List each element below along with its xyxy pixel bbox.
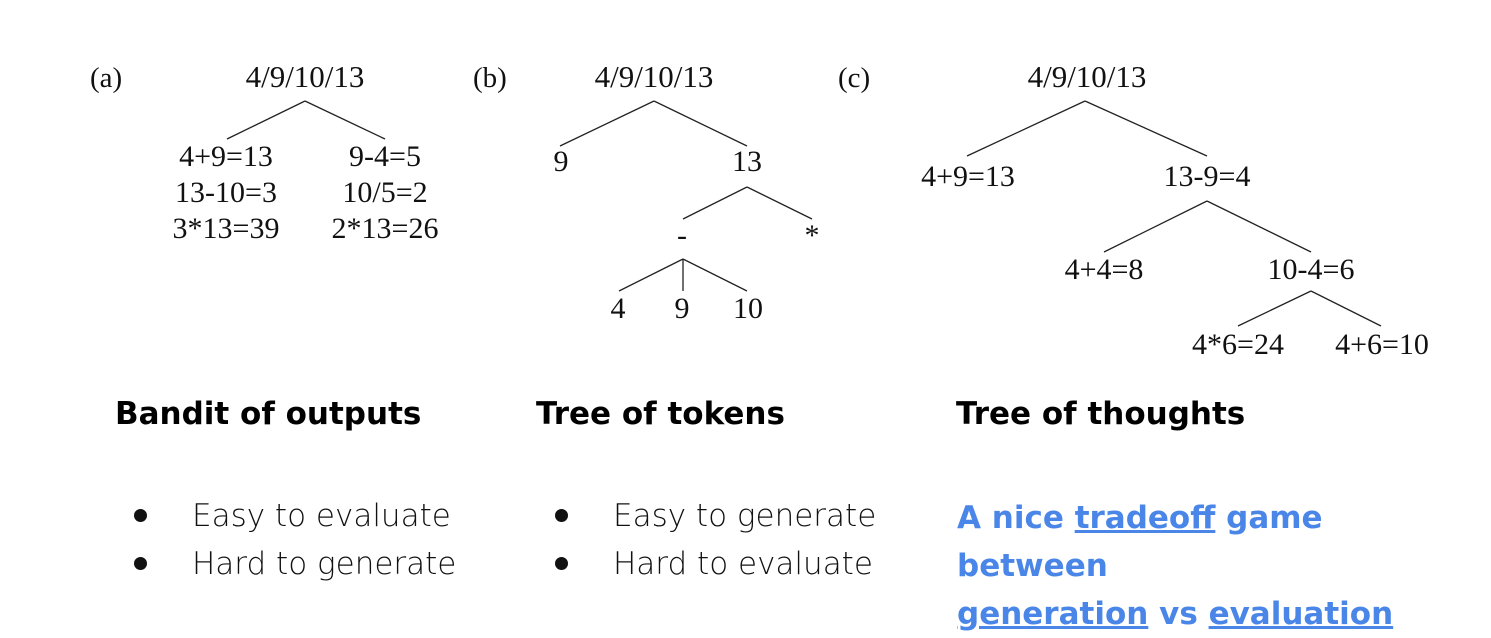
panel-c-root: 4/9/10/13	[1028, 59, 1147, 94]
tokens-bullet-2: Hard to evaluate	[537, 540, 876, 588]
panel-b: (b) 4/9/10/13 9 13 - * 4 9 10	[473, 59, 820, 325]
bandit-bullet-1: Easy to evaluate	[116, 492, 456, 540]
tradeoff-statement: A nice tradeoff game between generation v…	[957, 494, 1477, 638]
panel-a: (a) 4/9/10/13 4+9=13 13-10=3 3*13=39 9-4…	[90, 59, 438, 245]
panel-c-edge-l1-left	[966, 100, 1086, 157]
panel-c-edge-l2-right	[1206, 200, 1312, 253]
bullet-icon	[555, 557, 568, 570]
bandit-bullet-2-text: Hard to generate	[192, 546, 457, 582]
tradeoff-text-2: game between	[957, 500, 1323, 584]
bandit-bullet-1-text: Easy to evaluate	[192, 498, 451, 534]
panel-b-node-times: *	[805, 219, 820, 252]
panel-c-node-l2-right: 10-4=6	[1268, 253, 1355, 286]
bandit-bullets: Easy to evaluate Hard to generate	[116, 492, 456, 588]
bullet-icon	[134, 509, 147, 522]
panel-a-root: 4/9/10/13	[246, 59, 365, 94]
panel-c-label: (c)	[838, 62, 870, 94]
tree-diagrams: (a) 4/9/10/13 4+9=13 13-10=3 3*13=39 9-4…	[90, 59, 1429, 361]
thoughts-title: Tree of thoughts	[956, 396, 1246, 432]
panel-c-edge-l1-right	[1084, 100, 1208, 157]
bandit-title: Bandit of outputs	[115, 396, 422, 432]
tradeoff-text-1: A nice	[957, 500, 1075, 536]
panel-c-node-l2-left: 4+4=8	[1065, 253, 1144, 286]
panel-a-edge-left	[226, 100, 306, 140]
tokens-bullet-2-text: Hard to evaluate	[613, 546, 873, 582]
panel-b-node-9: 9	[554, 145, 569, 178]
bullet-icon	[134, 557, 147, 570]
panel-c-node-l1-right: 13-9=4	[1164, 160, 1251, 193]
panel-c-edge-l3-right	[1310, 290, 1382, 327]
tokens-bullet-1: Easy to generate	[537, 492, 876, 540]
panel-a-left-step-3: 3*13=39	[173, 212, 280, 245]
panel-b-edge-minus	[682, 186, 748, 220]
tokens-bullet-1-text: Easy to generate	[613, 498, 877, 534]
panel-b-edge-13	[653, 100, 748, 147]
panel-b-edge-times	[746, 186, 813, 220]
panel-a-right-step-2: 10/5=2	[342, 176, 427, 209]
bullet-icon	[555, 509, 568, 522]
panel-b-root: 4/9/10/13	[595, 59, 714, 94]
panel-a-right-step-1: 9-4=5	[349, 140, 421, 173]
tradeoff-text-3: vs	[1148, 596, 1209, 632]
panel-a-left-step-1: 4+9=13	[179, 140, 273, 173]
panel-b-node-13: 13	[732, 145, 762, 178]
tokens-title: Tree of tokens	[536, 396, 785, 432]
panel-a-edge-right	[304, 100, 386, 140]
panel-b-node-minus: -	[677, 219, 687, 252]
panel-a-left-step-2: 13-10=3	[175, 176, 277, 209]
tokens-bullets: Easy to generate Hard to evaluate	[537, 492, 876, 588]
panel-c-node-l3-right: 4+6=10	[1335, 328, 1429, 361]
panel-b-edge-9	[559, 100, 655, 147]
generation-link[interactable]: generation	[957, 596, 1149, 632]
panel-c-edge-l2-left	[1103, 200, 1208, 253]
panel-b-leaf-9: 9	[675, 292, 690, 325]
panel-a-label: (a)	[90, 62, 122, 94]
evaluation-link[interactable]: evaluation	[1208, 596, 1394, 632]
panel-a-right-step-3: 2*13=26	[332, 212, 439, 245]
panel-b-leaf-4: 4	[611, 292, 626, 325]
panel-c: (c) 4/9/10/13 4+9=13 13-9=4 4+4=8 10-4=6…	[838, 59, 1429, 361]
panel-b-edge-10	[682, 258, 748, 292]
panel-c-node-l3-left: 4*6=24	[1192, 328, 1284, 361]
panel-c-node-l1-left: 4+9=13	[921, 160, 1015, 193]
panel-c-edge-l3-left	[1237, 290, 1312, 327]
bandit-bullet-2: Hard to generate	[116, 540, 456, 588]
panel-b-label: (b)	[473, 62, 507, 94]
panel-b-edge-4	[618, 258, 684, 292]
panel-b-leaf-10: 10	[733, 292, 763, 325]
tradeoff-link[interactable]: tradeoff	[1074, 500, 1216, 536]
